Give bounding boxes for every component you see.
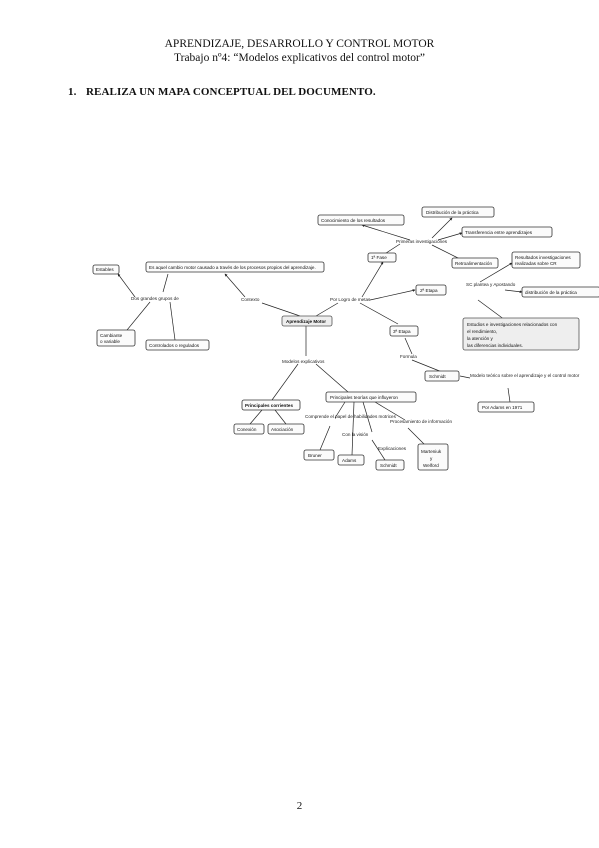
- assignment-title: Trabajo nº4: “Modelos explicativos del c…: [174, 52, 425, 64]
- node-distribucion-practica-1: Distribución de la práctica: [421, 206, 495, 218]
- link-label-procesamiento: Procesamiento de información: [390, 419, 452, 424]
- svg-text:Distribución de la práctica: Distribución de la práctica: [426, 210, 479, 215]
- node-central: Aprendizaje Motor: [281, 315, 333, 327]
- svg-text:Marteniuk: Marteniuk: [421, 449, 442, 454]
- link-label-modelos: Modelos explicativos: [282, 359, 325, 364]
- link-label-explicaciones: Explicaciones: [378, 446, 407, 451]
- question-heading: 1. REALIZA UN MAPA CONCEPTUAL DEL DOCUMEN…: [68, 86, 376, 98]
- node-marteniuk-welford: Marteniuk y Welford: [417, 443, 449, 471]
- svg-text:la atención y: la atención y: [467, 336, 493, 341]
- node-tercera-etapa: 3ª Etapa: [389, 325, 419, 337]
- question-number: 1.: [68, 86, 77, 98]
- node-distribucion-practica-2: distribución de la práctica: [521, 286, 599, 298]
- svg-text:Schmidt: Schmidt: [429, 374, 446, 379]
- svg-text:Por Adams en 1971: Por Adams en 1971: [482, 405, 523, 410]
- node-definicion: Es aquel cambio motor causado a través d…: [145, 261, 325, 273]
- svg-text:Bruner: Bruner: [308, 453, 322, 458]
- node-conexion: Conexión: [233, 423, 265, 435]
- svg-text:las diferencias individuales.: las diferencias individuales.: [467, 343, 523, 348]
- page-number: 2: [296, 800, 303, 812]
- svg-text:Asociación: Asociación: [271, 427, 294, 432]
- link-label-logro-metas: Por Logro de metas: [330, 297, 371, 302]
- link-label-con-la-vision: Con la visión: [342, 432, 369, 437]
- node-transferencia: Transferencia entre aprendizajes: [461, 226, 553, 238]
- svg-text:Conocimiento de los resultados: Conocimiento de los resultados: [321, 218, 386, 223]
- svg-text:Resultados investigaciones: Resultados investigaciones: [515, 255, 571, 260]
- node-conocimiento-resultados: Conocimiento de los resultados: [317, 214, 405, 226]
- link-label-primeras-investigaciones: Primeras investigaciones: [396, 239, 448, 244]
- node-principales-teorias: Principales teorías que influyeron: [325, 391, 417, 403]
- link-label-dos-grandes: Dos grandes grupos de: [131, 296, 179, 301]
- svg-text:Schmidt: Schmidt: [380, 463, 397, 468]
- svg-text:el rendimiento,: el rendimiento,: [467, 329, 497, 334]
- link-label-contexto: Contexto: [241, 297, 260, 302]
- svg-text:y: y: [430, 456, 433, 461]
- svg-text:Retroalimentación: Retroalimentación: [455, 261, 492, 266]
- node-bruner: Bruner: [303, 449, 335, 461]
- svg-text:Cambiante: Cambiante: [100, 333, 123, 338]
- svg-text:Estables: Estables: [96, 267, 114, 272]
- svg-text:Welford: Welford: [423, 463, 439, 468]
- document-header: APRENDIZAJE, DESARROLLO Y CONTROL MOTOR …: [0, 37, 599, 65]
- node-principales-corrientes: Principales corrientes: [241, 399, 301, 411]
- svg-text:Conexión: Conexión: [237, 427, 257, 432]
- question-text: REALIZA UN MAPA CONCEPTUAL DEL DOCUMENTO…: [86, 86, 376, 98]
- node-controlados: Controlados o regulados: [145, 339, 210, 351]
- concept-map-nodes: Aprendizaje Motor Estables Es aquel camb…: [92, 206, 599, 471]
- svg-text:o variable: o variable: [100, 339, 120, 344]
- svg-text:3ª Etapa: 3ª Etapa: [393, 329, 411, 334]
- node-resultados-investigaciones: Resultados investigaciones realizadas so…: [511, 251, 581, 269]
- link-label-formula: Formula: [400, 354, 417, 359]
- node-retroalimentacion: Retroalimentación: [451, 257, 499, 269]
- node-segunda-etapa: 2ª Etapa: [415, 284, 447, 296]
- node-primera-fase: 1ª Fase: [367, 252, 397, 263]
- link-label-comprende: Comprende el papel de habilidades motric…: [305, 414, 397, 419]
- course-title: APRENDIZAJE, DESARROLLO Y CONTROL MOTOR: [164, 38, 435, 50]
- svg-text:Principales teorías que influy: Principales teorías que influyeron: [330, 395, 398, 400]
- svg-text:1ª Fase: 1ª Fase: [371, 255, 387, 260]
- node-estables: Estables: [92, 264, 120, 275]
- node-adams: Adams: [337, 454, 365, 466]
- svg-text:Adams: Adams: [342, 458, 357, 463]
- node-asociacion: Asociación: [267, 423, 305, 435]
- svg-text:Estudios e investigaciones rel: Estudios e investigaciones relacionados …: [467, 322, 558, 327]
- link-label-sc-plantea: SC plantea y Apostando: [466, 282, 516, 287]
- node-schmidt-top: Schmidt: [424, 370, 460, 382]
- svg-text:Controlados o regulados: Controlados o regulados: [149, 343, 200, 348]
- node-schmidt-bottom: Schmidt: [375, 459, 405, 471]
- svg-text:2ª Etapa: 2ª Etapa: [420, 288, 438, 293]
- svg-text:Transferencia entre aprendizaj: Transferencia entre aprendizajes: [465, 230, 533, 235]
- svg-text:Principales corrientes: Principales corrientes: [245, 403, 293, 408]
- svg-text:realizadas sobre CR: realizadas sobre CR: [515, 261, 557, 266]
- svg-text:Es aquel cambio motor causado: Es aquel cambio motor causado a través d…: [149, 265, 316, 270]
- link-label-modelo-teorico: Modelo teórico sobre el aprendizaje y el…: [470, 373, 580, 378]
- node-por-adams: Por Adams en 1971: [477, 401, 535, 413]
- node-cambiante: Cambiante o variable: [96, 329, 136, 347]
- svg-text:distribución de la práctica: distribución de la práctica: [525, 290, 577, 295]
- svg-text:Aprendizaje Motor: Aprendizaje Motor: [286, 319, 326, 324]
- node-estudios: Estudios e investigaciones relacionados …: [462, 317, 580, 351]
- concept-map-edges: [117, 217, 523, 469]
